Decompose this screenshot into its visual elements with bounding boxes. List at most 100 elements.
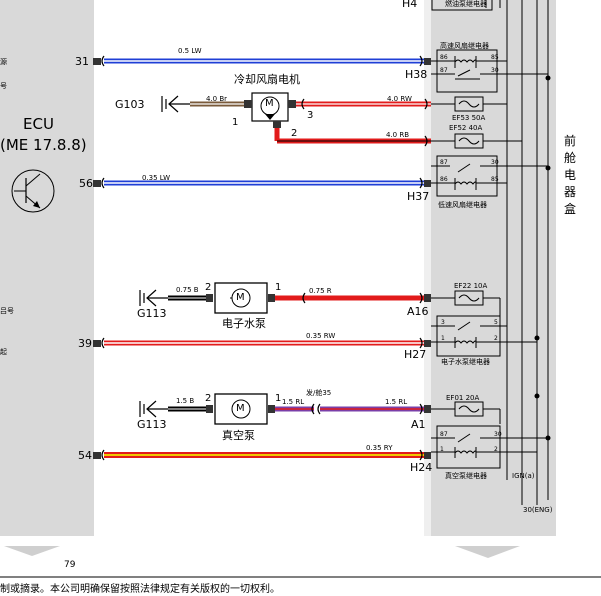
vacuum-pump-ground-wire: [168, 405, 213, 413]
ecu-pin-54: 54: [78, 449, 92, 462]
connector-h4: H4: [402, 0, 418, 10]
hs-relay-pin-86: 86: [440, 54, 448, 61]
wire-31-label: 0.5 LW: [178, 47, 202, 55]
wire-56: [93, 177, 431, 189]
vacuum-pump-relay-label: 真空泵继电器: [445, 472, 487, 480]
front-box-panel: [431, 0, 556, 536]
g113-ground-icon-b: [139, 400, 168, 418]
ecu-model: (ME 17.8.8): [0, 136, 87, 154]
h38-connector: [424, 58, 431, 65]
connector-a16: A16: [407, 305, 429, 318]
fan-ground-wire-label: 4.0 Br: [206, 95, 228, 103]
fan-motor-pin-2: 2: [291, 128, 298, 139]
vp-pin-2: 2: [205, 393, 212, 404]
fan-pin2-wire: [273, 121, 431, 147]
fan-motor-pin-3: 3: [307, 110, 314, 121]
wire-39: [93, 337, 431, 349]
high-speed-relay-label: 高速风扇继电器: [440, 42, 489, 50]
wp-relay-pin-5: 5: [494, 319, 498, 326]
water-pump-supply-wire: [268, 292, 431, 304]
low-speed-relay-label: 低速风扇继电器: [438, 201, 487, 209]
ground-g113-b: G113: [137, 418, 167, 431]
fan-motor-pin-1: 1: [232, 117, 239, 128]
fan-motor-symbol: M: [265, 98, 274, 109]
ls-relay-pin-85: 85: [491, 176, 499, 183]
vp-splice-note: 发/舱35: [306, 389, 332, 397]
fan-ground-wire: [190, 100, 296, 108]
vp-pin-1: 1: [275, 393, 282, 404]
g113-ground-icon-a: [139, 289, 168, 307]
vacuum-pump-label: 真空泵: [222, 429, 255, 442]
ecu-side-fragment-1: 源: [0, 58, 7, 66]
wp-pin-1: 1: [275, 282, 282, 293]
ecu-pin-31: 31: [75, 55, 89, 68]
hs-relay-pin-87: 87: [440, 67, 448, 74]
connector-a1: A1: [411, 418, 426, 431]
vp-relay-pin-87: 87: [440, 431, 448, 438]
wire-39-label: 0.35 RW: [306, 332, 336, 340]
wp-supply-wire-label: 0.75 R: [309, 287, 332, 295]
water-pump-label: 电子水泵: [222, 317, 266, 330]
wp-relay-pin-2: 2: [494, 335, 498, 342]
ecu-pin-31-connector: [93, 58, 101, 65]
fuse-ef22-label: EF22 10A: [454, 282, 488, 290]
front-box-bus: [485, 0, 549, 505]
ecu-side-fragment-4: 起: [0, 348, 7, 356]
water-pump-relay-label: 电子水泵继电器: [441, 358, 490, 366]
vp-relay-pin-2: 2: [494, 446, 498, 453]
fan-motor-label: 冷却风扇电机: [234, 73, 300, 86]
wp-pin-2: 2: [205, 282, 212, 293]
fuse-ef01-label: EF01 20A: [446, 394, 480, 402]
copyright-notice: 制或摘录。本公司明确保留按照法律规定有关版权的一切权利。: [0, 584, 280, 595]
page-arrow-left: [4, 546, 60, 556]
ecu-side-fragment-3: 吕号: [0, 307, 14, 315]
low-speed-fan-relay: [431, 155, 548, 197]
vp-supply-wire-label-a: 1.5 RL: [282, 398, 305, 406]
ls-relay-pin-30: 30: [491, 159, 499, 166]
ecu-title: ECU: [23, 115, 54, 133]
wp-ground-wire-label: 0.75 B: [176, 286, 199, 294]
page-number: 79: [64, 560, 76, 570]
ls-relay-pin-86: 86: [440, 176, 448, 183]
fuse-ef53-label: EF53 50A: [452, 114, 486, 122]
ecu-pin-39: 39: [78, 337, 92, 350]
vp-supply-wire-label-b: 1.5 RL: [385, 398, 408, 406]
front-box-title-5: 盒: [564, 202, 577, 216]
water-pump-motor: [214, 282, 268, 314]
ef52-fuse-icon: [431, 133, 522, 149]
front-box-title-4: 器: [564, 185, 577, 199]
ecu-pin-56: 56: [79, 177, 93, 190]
vacuum-pump-relay: [431, 425, 548, 469]
wp-relay-pin-3: 3: [441, 319, 445, 326]
wire-56-label: 0.35 LW: [142, 174, 170, 182]
vp-ground-wire-label: 1.5 B: [176, 397, 195, 405]
ls-relay-pin-87: 87: [440, 159, 448, 166]
ef53-fuse-icon: [431, 96, 507, 112]
fuel-pump-relay-label: 燃油泵继电器: [445, 0, 487, 8]
vp-relay-pin-30: 30: [494, 431, 502, 438]
front-box-title-3: 电: [564, 168, 577, 182]
hs-relay-pin-85: 85: [491, 54, 499, 61]
ecu-panel: [0, 0, 94, 536]
water-pump-relay: [431, 315, 537, 357]
wire-31: [93, 55, 431, 67]
fan-pin3-wire-label: 4.0 RW: [387, 95, 412, 103]
ground-g113-a: G113: [137, 307, 167, 320]
ef01-fuse-icon: [431, 401, 501, 424]
ecu-side-fragment-2: 号: [0, 82, 7, 90]
vp-motor-symbol: M: [236, 403, 245, 414]
bus-label-ign: IGN(a): [512, 472, 535, 480]
fuse-ef52-label: EF52 40A: [449, 124, 483, 132]
fan-pin3-wire: [296, 98, 431, 110]
hs-relay-pin-30: 30: [491, 67, 499, 74]
ground-g103: G103: [115, 98, 145, 111]
g103-ground-icon: [161, 95, 190, 113]
fan-pin2-wire-label: 4.0 RB: [386, 131, 410, 139]
vacuum-pump-motor: [214, 393, 268, 425]
high-speed-fan-relay: [431, 49, 548, 93]
wp-relay-pin-1: 1: [441, 335, 445, 342]
vp-relay-pin-1: 1: [440, 446, 444, 453]
fuel-pump-relay-box: [431, 0, 493, 11]
connector-h27: H27: [404, 348, 427, 361]
